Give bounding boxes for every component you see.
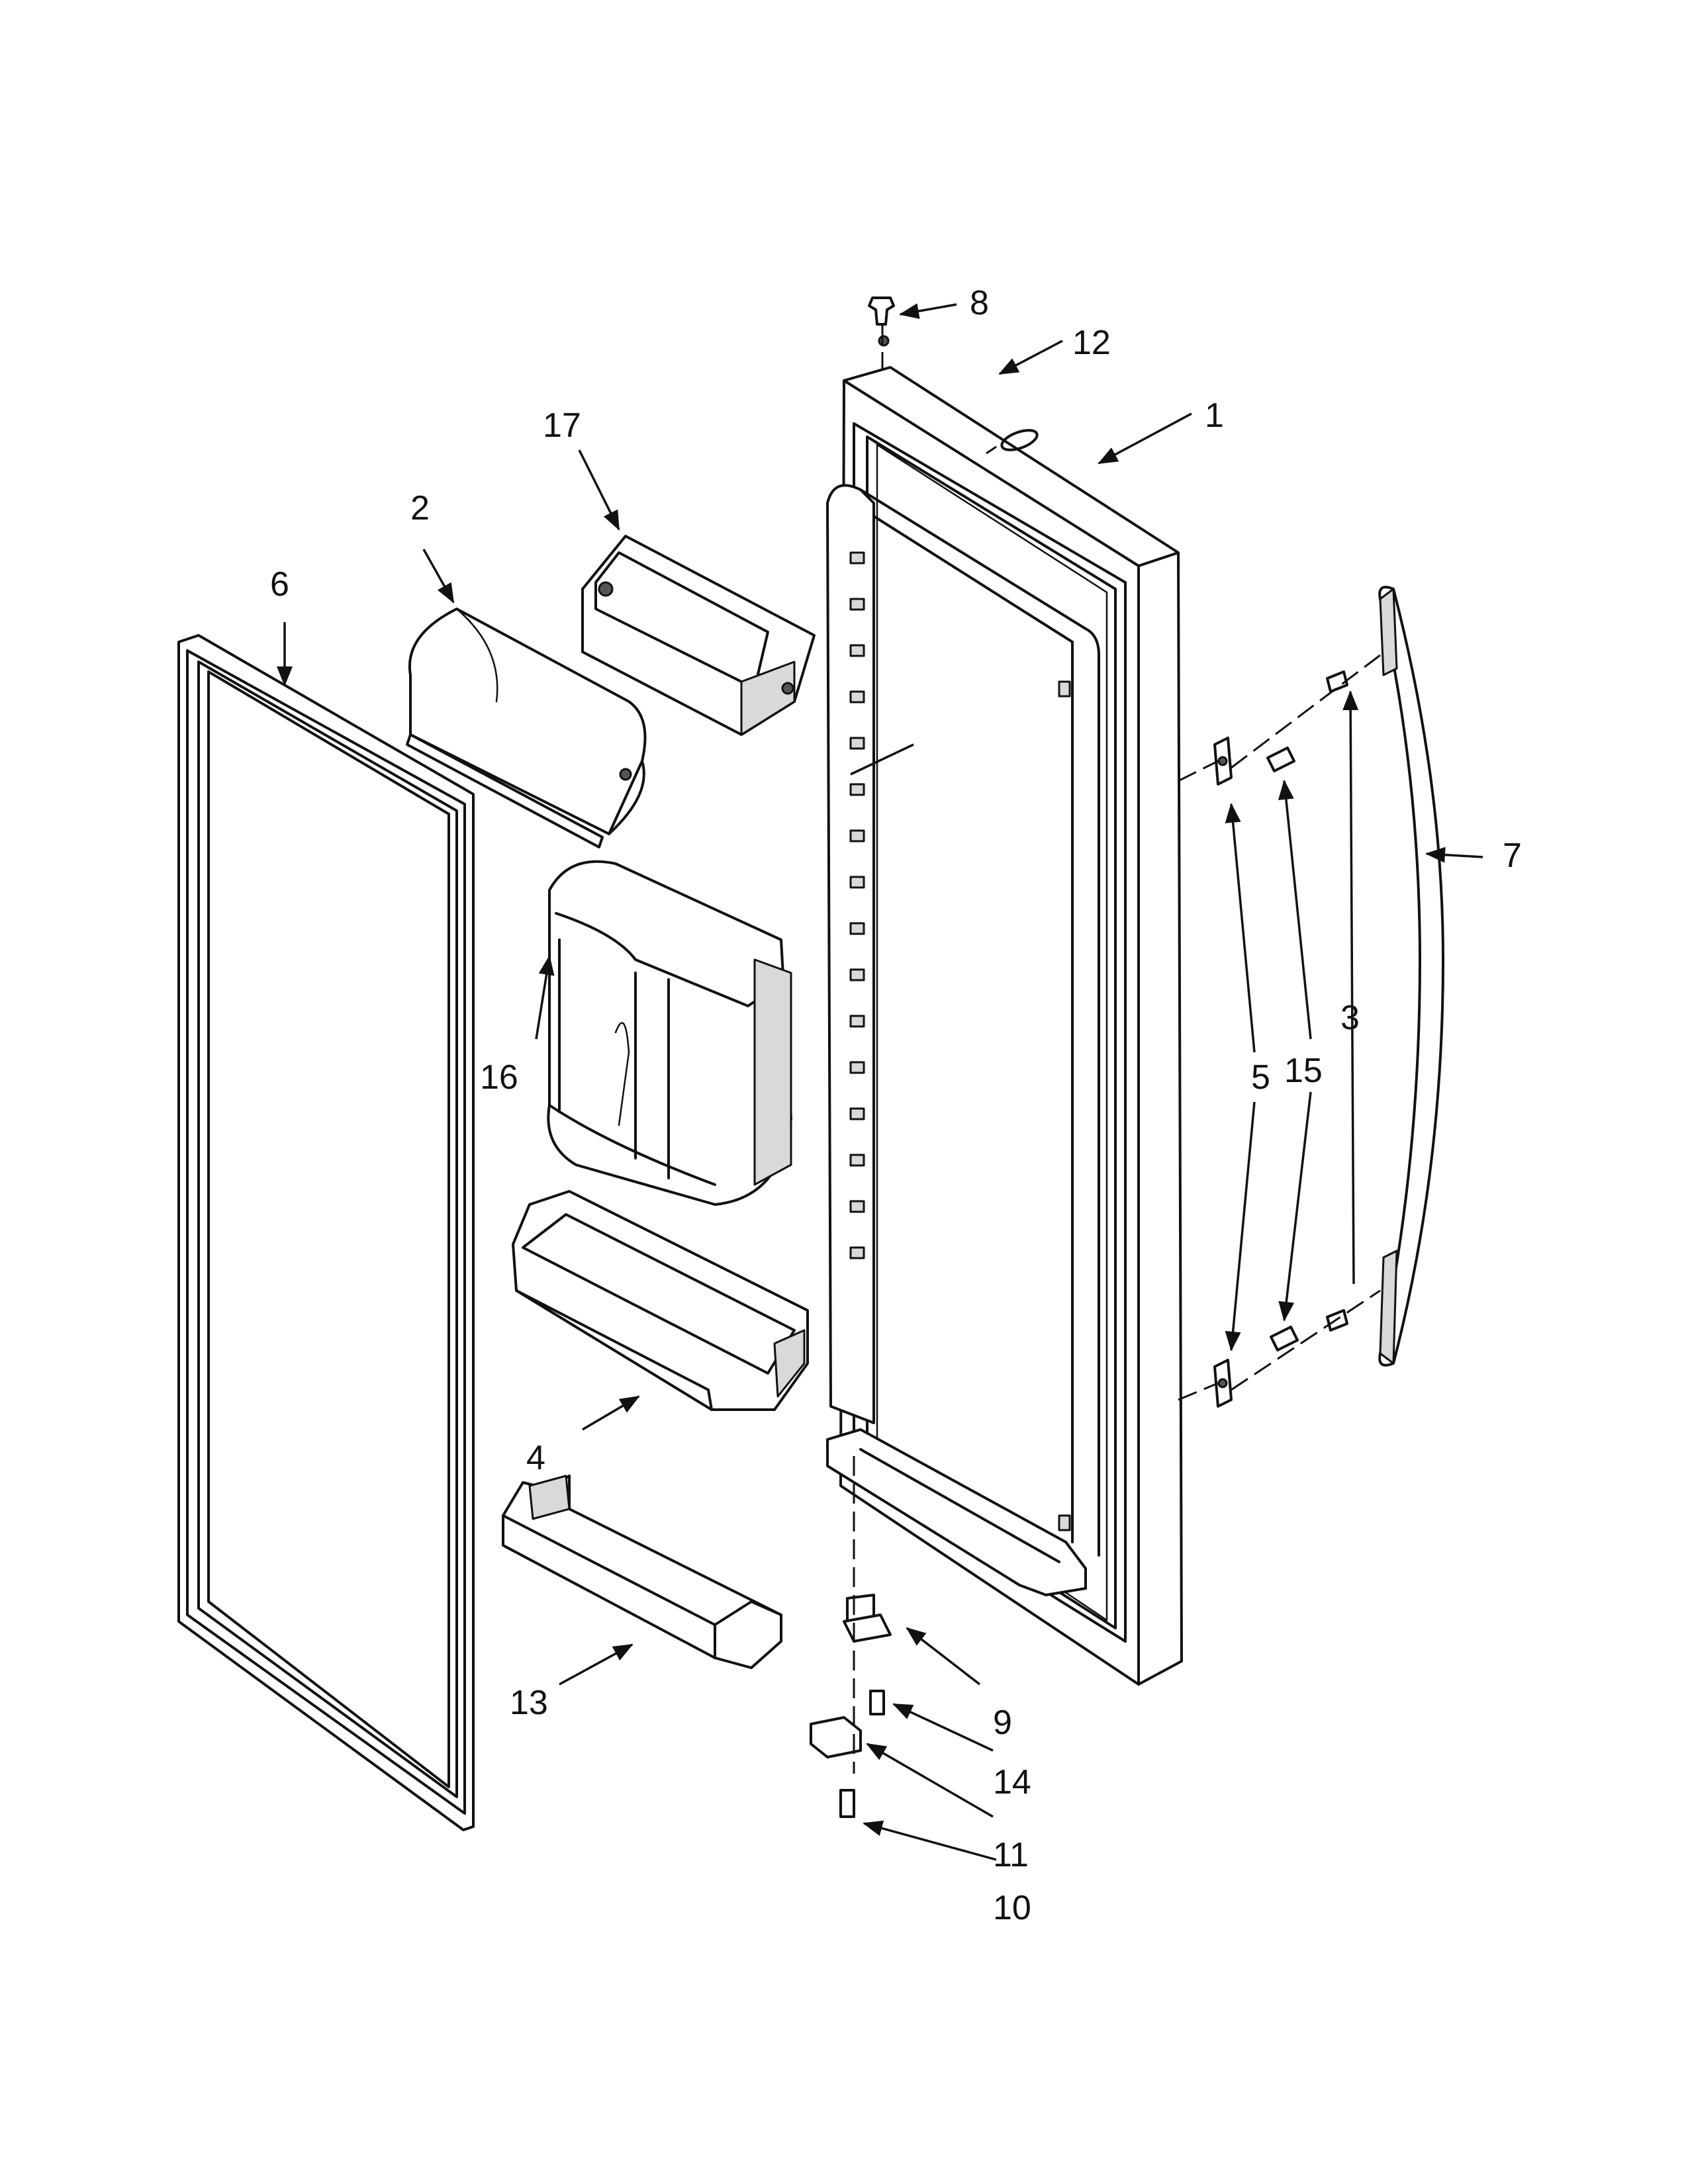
- dairy-compartment-door: [406, 608, 647, 848]
- callout-labels: 1 2 3 4 5 6 7 8 9 10 11 12 13 14 15 16 1…: [270, 284, 1522, 1927]
- door-gasket: [177, 634, 475, 1831]
- callout-2: 2: [410, 489, 430, 527]
- callout-3: 3: [1340, 999, 1360, 1037]
- dairy-bin: [581, 535, 816, 736]
- callout-7: 7: [1503, 837, 1522, 875]
- callout-6: 6: [270, 565, 289, 604]
- callout-11: 11: [993, 1836, 1029, 1874]
- assembly-guide-lines: [850, 324, 1381, 1774]
- callout-5: 5: [1251, 1058, 1270, 1097]
- handle-hardware-lower: [1213, 1309, 1348, 1408]
- hinge-bushing: [868, 296, 895, 326]
- callout-4: 4: [526, 1439, 545, 1477]
- lower-door-bin: [502, 1475, 782, 1669]
- callout-12: 12: [1072, 324, 1111, 362]
- bracket-screw: [839, 1789, 855, 1818]
- callout-15: 15: [1284, 1052, 1323, 1090]
- refrigerator-door: [826, 335, 1183, 1686]
- washer: [1000, 429, 1039, 451]
- leader-arrows: [277, 303, 1483, 1861]
- callout-16: 16: [480, 1058, 518, 1097]
- door-handle: [1378, 586, 1444, 1367]
- large-door-bin: [547, 860, 792, 1206]
- callout-10: 10: [993, 1889, 1031, 1927]
- callout-17: 17: [543, 406, 581, 445]
- callout-8: 8: [970, 284, 989, 322]
- handle-hardware-upper: [1213, 670, 1348, 786]
- door-shelf-bin: [512, 1190, 809, 1411]
- bottom-hinge: [843, 1594, 892, 1643]
- callout-13: 13: [510, 1684, 548, 1722]
- callout-9: 9: [993, 1704, 1012, 1742]
- callout-1: 1: [1205, 396, 1224, 435]
- callout-14: 14: [993, 1763, 1031, 1801]
- hinge-bracket: [810, 1716, 862, 1758]
- shelf-supports: [849, 551, 865, 1259]
- hinge-screw: [869, 1690, 885, 1715]
